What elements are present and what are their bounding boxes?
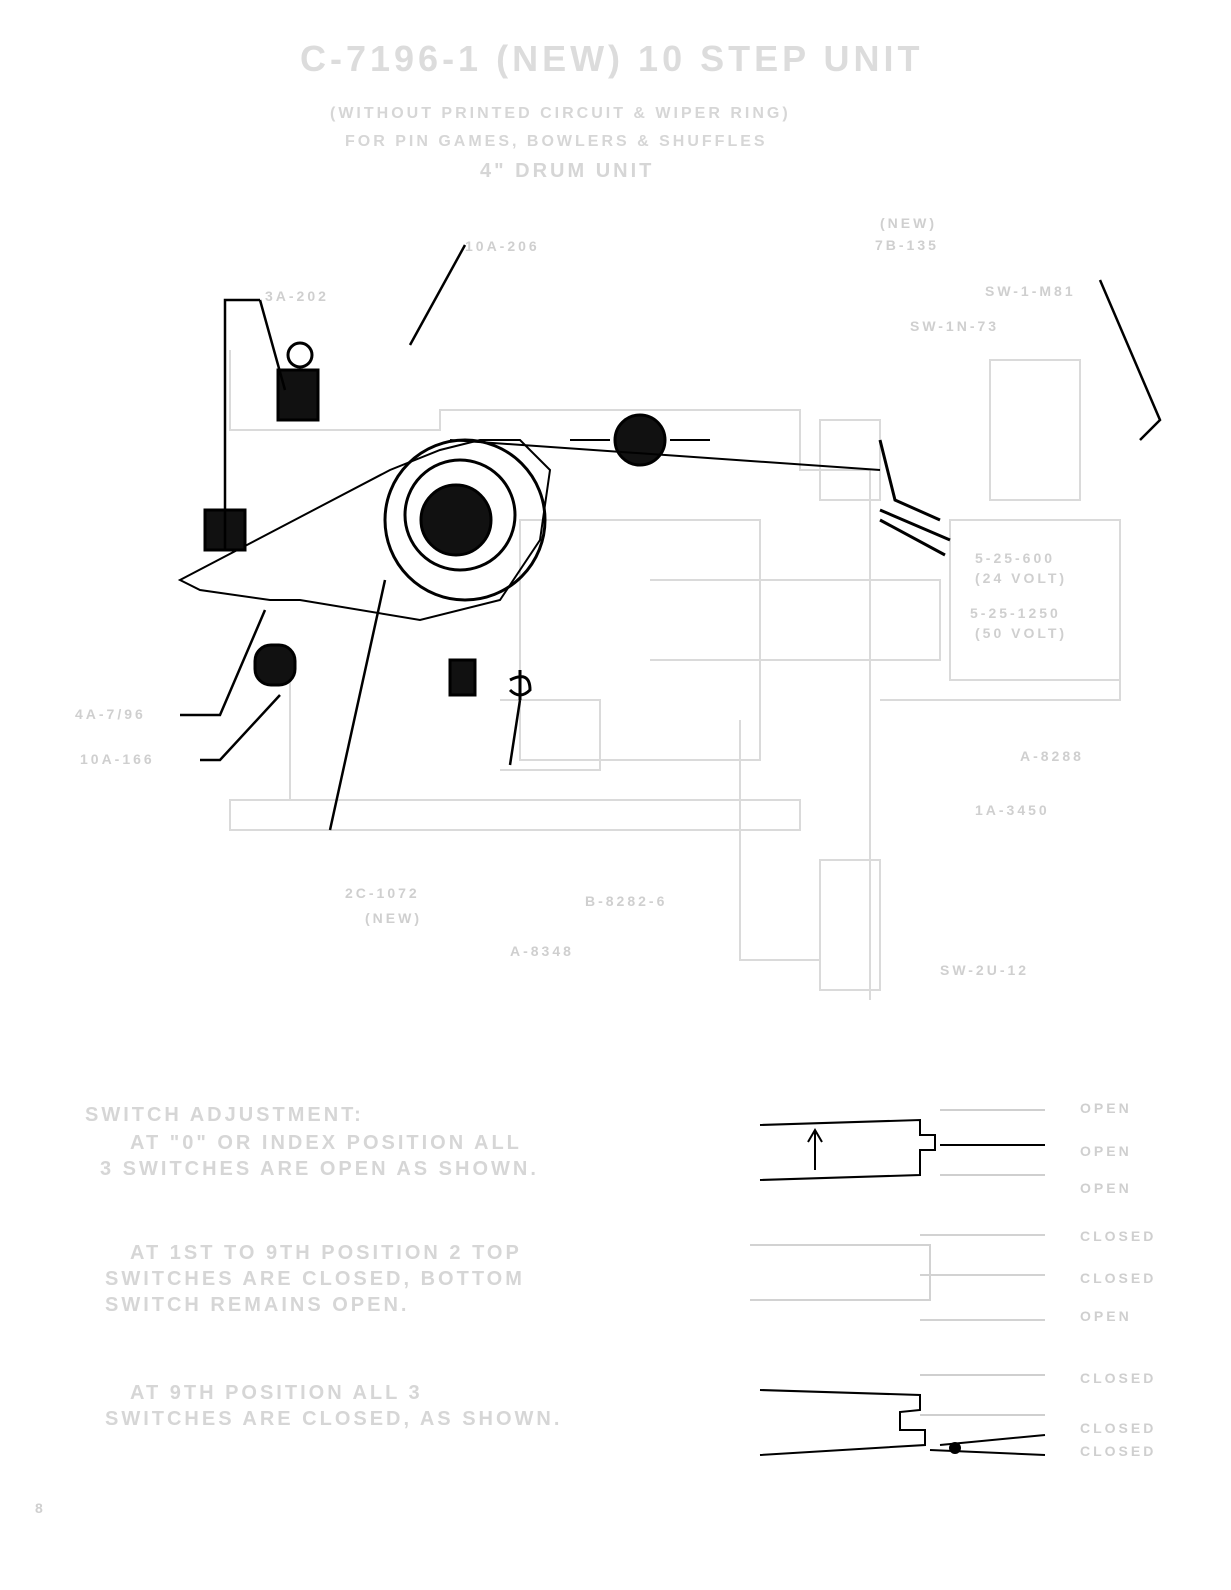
label-coil-24v-volt: (24 VOLT) <box>975 570 1068 586</box>
label-1a-3450: 1A-3450 <box>975 802 1050 818</box>
label-10a-166: 10A-166 <box>80 751 155 767</box>
label-sw-2u-12: SW-2U-12 <box>940 962 1030 978</box>
state-1-2: OPEN <box>1080 1143 1132 1159</box>
state-3-3: CLOSED <box>1080 1443 1157 1459</box>
dark-parts <box>177 341 951 700</box>
switch-diagram-1 <box>759 1109 1045 1181</box>
note-3-line-1: AT 9TH POSITION ALL 3 <box>130 1382 423 1404</box>
note-2-line-2: SWITCHES ARE CLOSED, BOTTOM <box>105 1268 525 1290</box>
leader-arrows <box>180 244 1162 831</box>
label-b-8282-6: B-8282-6 <box>585 893 668 909</box>
state-2-2: CLOSED <box>1080 1270 1157 1286</box>
note-2-line-1: AT 1ST TO 9TH POSITION 2 TOP <box>130 1242 522 1264</box>
label-new: (NEW) <box>880 215 937 231</box>
state-2-3: OPEN <box>1080 1308 1132 1324</box>
state-3-1: CLOSED <box>1080 1370 1157 1386</box>
subtitle-line-1: (WITHOUT PRINTED CIRCUIT & WIPER RING) <box>330 105 791 122</box>
label-10a-206: 10A-206 <box>465 238 540 254</box>
document-title: C-7196-1 (NEW) 10 STEP UNIT <box>300 38 924 79</box>
subtitle-line-3: 4" DRUM UNIT <box>480 160 655 182</box>
label-coil-24v: 5-25-600 <box>975 550 1056 566</box>
label-coil-50v: 5-25-1250 <box>970 605 1061 621</box>
state-1-3: OPEN <box>1080 1180 1132 1196</box>
switch-diagram-3 <box>759 1374 1046 1456</box>
state-3-2: CLOSED <box>1080 1420 1157 1436</box>
label-3a-202: 3A-202 <box>265 288 329 304</box>
label-coil-50v-volt: (50 VOLT) <box>975 625 1068 641</box>
note-3-line-2: SWITCHES ARE CLOSED, AS SHOWN. <box>105 1408 563 1430</box>
page-number: 8 <box>35 1500 46 1516</box>
label-sw-1n-73: SW-1N-73 <box>910 318 1000 334</box>
label-2c-1072-new: (NEW) <box>365 910 422 926</box>
label-a-8348: A-8348 <box>510 943 574 959</box>
switch-diagram-2 <box>750 1234 1045 1321</box>
faded-frame-lines <box>229 350 1121 1000</box>
label-sw-1-m81: SW-1-M81 <box>985 283 1076 299</box>
label-7b-135: 7B-135 <box>875 237 939 253</box>
state-2-1: CLOSED <box>1080 1228 1157 1244</box>
label-2c-1072: 2C-1072 <box>345 885 420 901</box>
note-1-line-2: 3 SWITCHES ARE OPEN AS SHOWN. <box>100 1158 539 1180</box>
note-2-line-3: SWITCH REMAINS OPEN. <box>105 1294 410 1316</box>
label-4a-7-96: 4A-7/96 <box>75 706 146 722</box>
note-1-line-1: AT "0" OR INDEX POSITION ALL <box>130 1132 522 1154</box>
subtitle-line-2: FOR PIN GAMES, BOWLERS & SHUFFLES <box>345 133 768 150</box>
label-a-8288: A-8288 <box>1020 748 1084 764</box>
notes-heading: SWITCH ADJUSTMENT: <box>85 1104 364 1126</box>
state-1-1: OPEN <box>1080 1100 1132 1116</box>
